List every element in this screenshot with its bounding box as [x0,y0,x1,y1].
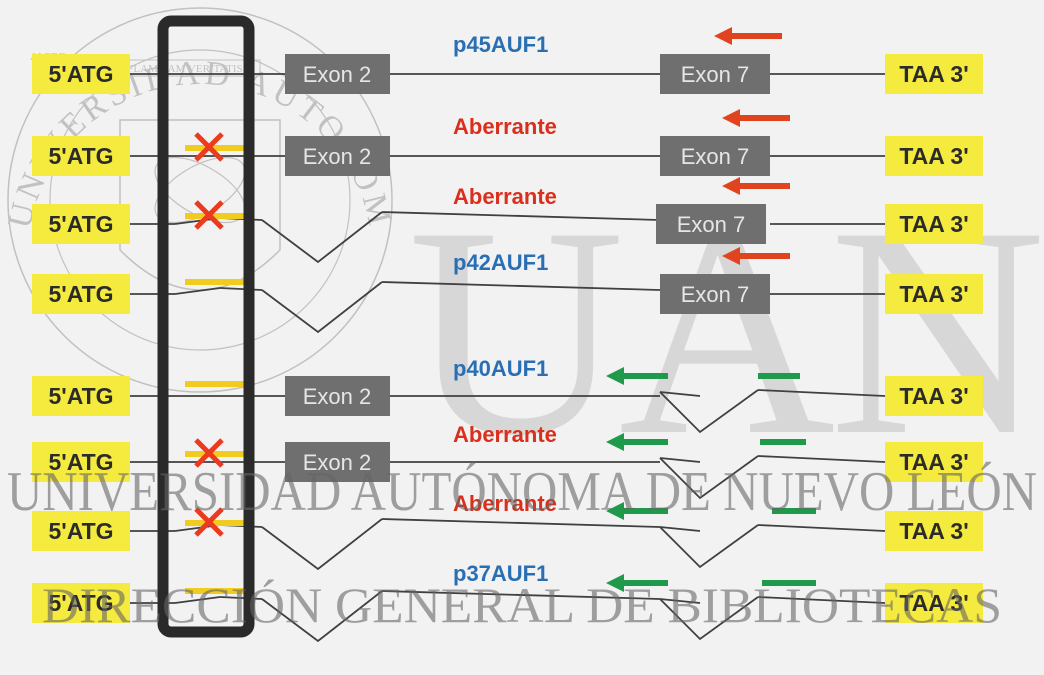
green-arrow [606,574,668,592]
start-codon-label: 5'ATG [32,583,130,623]
exon-7-text: Exon 7 [681,282,750,307]
exon-2-text: Exon 2 [303,62,372,87]
isoform-row: 5'ATG TAA 3' Aberrante [32,491,983,571]
watermark-line-1: UNIVERSIDAD AUTÓNOMA DE NUEVO LEÓN [7,460,1037,523]
isoform-label: Aberrante [453,184,557,209]
exon-2-text: Exon 2 [303,384,372,409]
isoform-label: Aberrante [453,422,557,447]
start-codon-label: 5'ATG [32,274,130,314]
exon-7-text: Exon 7 [681,144,750,169]
isoform-label: p42AUF1 [453,250,548,275]
isoform-label: Aberrante [453,114,557,139]
watermark-front: UNIVERSIDAD AUTÓNOMA DE NUEVO LEÓN DIRECC… [7,460,1037,633]
start-codon-label: 5'ATG [32,54,130,94]
exon-2-text: Exon 2 [303,450,372,475]
exon-7-text: Exon 7 [681,62,750,87]
stop-codon-text: TAA 3' [899,449,968,475]
start-codon-label: 5'ATG [32,204,130,244]
red-arrow [722,247,790,265]
exon-7-box: Exon 7 [660,54,770,94]
stop-codon-text: TAA 3' [899,518,968,544]
exon-7-box: Exon 7 [660,136,770,176]
isoform-label: p37AUF1 [453,561,548,586]
cross-icon [185,200,245,230]
isoform-row: 5'ATG TAA 3' Exon 7 Aberrante [32,177,983,264]
stop-codon-label: TAA 3' [885,376,983,416]
cross-icon [185,132,245,162]
isoform-label: p45AUF1 [453,32,548,57]
stop-codon-text: TAA 3' [899,383,968,409]
stop-codon-label: TAA 3' [885,204,983,244]
start-codon-label: 5'ATG [32,511,130,551]
exon-2-box: Exon 2 [285,442,390,482]
stop-codon-text: TAA 3' [899,590,968,616]
cross-icon [185,438,245,468]
stop-codon-label: TAA 3' [885,54,983,94]
isoform-row: 5'ATG TAA 3' Exon 2 Exon 7 Aberrante [32,109,983,176]
cross-icon [185,507,245,537]
isoform-row: 5'ATG TAA 3' Exon 2 p40AUF1 [32,356,983,434]
exon-highlight-frame [157,15,255,638]
stop-codon-label: TAA 3' [885,511,983,551]
isoform-label: Aberrante [453,491,557,516]
stop-codon-label: TAA 3' [885,274,983,314]
exon-2-box: Exon 2 [285,376,390,416]
green-arrow [606,502,668,520]
start-codon-label: 5'ATG [32,376,130,416]
exon-7-box: Exon 7 [656,204,766,244]
isoform-row: 5'ATG TAA 3' Exon 2 Aberrante [32,422,983,500]
red-arrow [722,177,790,195]
red-arrow [714,27,782,45]
stop-codon-text: TAA 3' [899,281,968,307]
start-codon-text: 5'ATG [48,383,113,409]
start-codon-text: 5'ATG [48,449,113,475]
start-codon-text: 5'ATG [48,61,113,87]
isoform-rows: 5'ATG TAA 3' Exon 2 Exon 7 p45AUF1 5'ATG TAA 3… [32,27,983,643]
stop-codon-label: TAA 3' [885,136,983,176]
stop-codon-text: TAA 3' [899,143,968,169]
start-codon-text: 5'ATG [48,281,113,307]
start-codon-text: 5'ATG [48,590,113,616]
isoform-row: 5'ATG TAA 3' Exon 7 p42AUF1 [32,247,983,334]
isoform-row: 5'ATG TAA 3' Exon 2 Exon 7 p45AUF1 [32,27,983,94]
start-codon-text: 5'ATG [48,518,113,544]
watermark-line-2: DIRECCIÓN GENERAL DE BIBLIOTECAS [42,577,1002,633]
start-codon-text: 5'ATG [48,211,113,237]
start-codon-text: 5'ATG [48,143,113,169]
seal-motto: FLAMMAM VERITATIS [127,63,242,75]
isoform-row: 5'ATG TAA 3' p37AUF1 [32,561,983,643]
stop-codon-label: TAA 3' [885,442,983,482]
red-arrow [722,109,790,127]
exon-2-box: Exon 2 [285,54,390,94]
stop-codon-text: TAA 3' [899,211,968,237]
isoform-label: p40AUF1 [453,356,548,381]
exon-7-box: Exon 7 [660,274,770,314]
start-codon-label: 5'ATG [32,442,130,482]
green-arrow [606,433,668,451]
start-codon-label: 5'ATG [32,136,130,176]
exon-2-box: Exon 2 [285,136,390,176]
exon-7-text: Exon 7 [677,212,746,237]
stop-codon-label: TAA 3' [885,583,983,623]
green-arrow [606,367,668,385]
stop-codon-text: TAA 3' [899,61,968,87]
exon-2-text: Exon 2 [303,144,372,169]
